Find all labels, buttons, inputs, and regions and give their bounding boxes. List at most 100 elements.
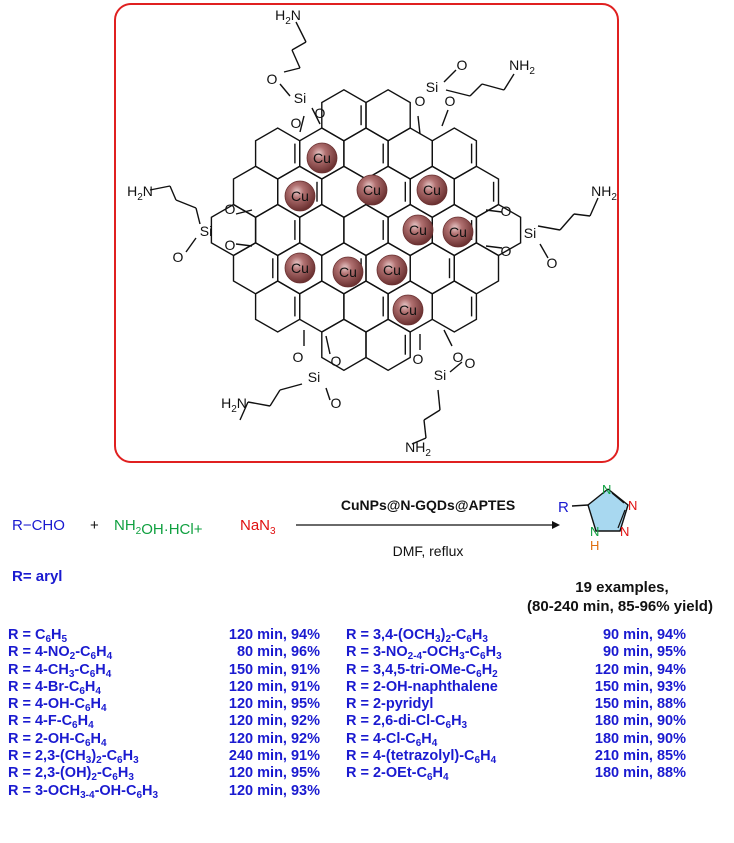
graphene-ring xyxy=(453,241,500,295)
arm-bond xyxy=(169,185,177,201)
substrate-row: R = 4-OH-C6H4 120 min, 95% xyxy=(8,696,320,714)
time-yield: 180 min, 90% xyxy=(594,713,686,730)
arm-bond xyxy=(423,419,427,439)
arm-bond xyxy=(279,383,303,391)
graphene-quantum-dot xyxy=(210,88,522,372)
time-yield: 120 min, 95% xyxy=(228,765,320,782)
cu-sphere xyxy=(416,174,448,206)
product-n-right2: N xyxy=(620,524,629,539)
cu-label: Cu xyxy=(399,302,417,318)
substrate-row: R = 4-F-C6H4 120 min, 92% xyxy=(8,713,320,731)
cu-label: Cu xyxy=(363,182,381,198)
arm-bond xyxy=(537,225,561,231)
time-yield: 150 min, 91% xyxy=(228,661,320,678)
arm-bond xyxy=(481,83,505,91)
product-n-right1: N xyxy=(628,498,637,513)
arm-bond xyxy=(235,243,253,247)
substituent: R = 4-Br-C6H4 xyxy=(8,678,101,697)
graphene-ring xyxy=(431,127,478,180)
time-yield: 120 min, 92% xyxy=(228,713,320,730)
substituent: R = 4-F-C6H4 xyxy=(8,713,94,732)
arm-bond xyxy=(469,83,483,97)
arm-atom-label: Si xyxy=(426,79,438,95)
substituent: R = 3-NO2-4-OCH3-C6H3 xyxy=(346,644,502,663)
graphene-ring xyxy=(254,203,301,257)
graphene-ring xyxy=(254,280,301,333)
substrate-row: R = 4-Br-C6H4 120 min, 91% xyxy=(8,678,320,697)
arm-atom-label: O xyxy=(465,355,476,371)
arm-bond xyxy=(195,207,201,225)
cu-label: Cu xyxy=(291,188,309,204)
arm-bond xyxy=(441,109,449,127)
substituent: R = 3,4,5-tri-OMe-C6H2 xyxy=(346,661,498,680)
time-yield: 150 min, 93% xyxy=(594,678,686,695)
graphene-ring xyxy=(365,318,411,372)
arm-bond xyxy=(311,107,321,125)
graphene-ring xyxy=(343,203,389,257)
arm-bond xyxy=(283,67,301,73)
arm-bond xyxy=(485,209,503,213)
substrate-row: R = 3-NO2-4-OCH3-C6H3 90 min, 95% xyxy=(346,644,686,662)
substrate-row: R = 2-OH-naphthalene 150 min, 93% xyxy=(346,679,686,696)
arm-atom-label: O xyxy=(457,57,468,73)
graphene-ring xyxy=(232,165,279,219)
catalyst-box xyxy=(114,3,619,463)
substituent: R = 2-OH-C6H4 xyxy=(8,730,107,749)
arm-bond xyxy=(589,197,599,217)
time-yield: 120 min, 91% xyxy=(228,678,320,695)
time-yield: 120 min, 95% xyxy=(228,696,320,713)
substituent: R = 4-CH3-C6H4 xyxy=(8,661,112,680)
plus-sign-1: + xyxy=(90,517,99,534)
arm-bond xyxy=(423,409,441,421)
conditions-label: DMF, reflux xyxy=(393,543,464,559)
arm-bond xyxy=(485,245,503,249)
time-yield: 90 min, 95% xyxy=(602,644,686,661)
arm-atom-label: O xyxy=(501,243,512,259)
graphene-ring xyxy=(321,88,367,142)
time-yield: 120 min, 93% xyxy=(228,782,320,799)
arm-atom-label: O xyxy=(415,93,426,109)
arm-atom-label: Si xyxy=(200,223,212,239)
arm-atom-label: O xyxy=(293,349,304,365)
arm-atom-label: O xyxy=(267,71,278,87)
amine-label: NH2 xyxy=(405,439,431,459)
cu-sphere xyxy=(376,254,408,286)
cu-sphere xyxy=(332,256,364,288)
cu-sphere xyxy=(284,252,316,284)
arrowhead xyxy=(552,521,560,529)
amine-label: NH2 xyxy=(509,57,535,77)
product-r: R xyxy=(558,499,569,516)
arm-atom-label: Si xyxy=(308,369,320,385)
arm-atom-label: O xyxy=(445,93,456,109)
amine-label: H2N xyxy=(221,395,247,415)
substituent: R = 3-OCH3-4-OH-C6H3 xyxy=(8,782,159,801)
arm-bond xyxy=(325,335,331,355)
time-yield: 120 min, 94% xyxy=(228,627,320,643)
aptes-arms xyxy=(149,21,599,445)
graphene-ring xyxy=(387,127,433,180)
arm-atom-label: Si xyxy=(524,225,536,241)
cu-sphere xyxy=(402,214,434,246)
graphene-ring xyxy=(299,203,345,257)
examples-count: 19 examples, xyxy=(575,579,668,596)
cu-sphere xyxy=(442,216,474,248)
arm-bond xyxy=(247,401,271,407)
graphene-ring xyxy=(254,127,301,180)
arm-bond xyxy=(185,237,197,253)
substrate-row: R = 2,6-di-Cl-C6H3 180 min, 90% xyxy=(346,713,686,731)
arm-atom-label: O xyxy=(413,351,424,367)
arm-bond xyxy=(539,243,549,259)
substituent: R = 4-OH-C6H4 xyxy=(8,696,107,715)
substituent: R = 2,3-(CH3)2-C6H3 xyxy=(8,748,139,767)
reaction-equation: R−CHO + NH2OH·HCl+ NaN3 CuNPs@N-GQDs@APT… xyxy=(12,497,560,585)
arm-bond xyxy=(417,115,421,135)
arm-bond xyxy=(445,89,471,97)
substituent: R = 4-Cl-C6H4 xyxy=(346,730,438,749)
substituent: R = 2-OH-naphthalene xyxy=(346,678,498,695)
substituent: R = 2,6-di-Cl-C6H3 xyxy=(346,713,468,732)
substituent: R = 2,3-(OH)2-C6H3 xyxy=(8,765,134,784)
